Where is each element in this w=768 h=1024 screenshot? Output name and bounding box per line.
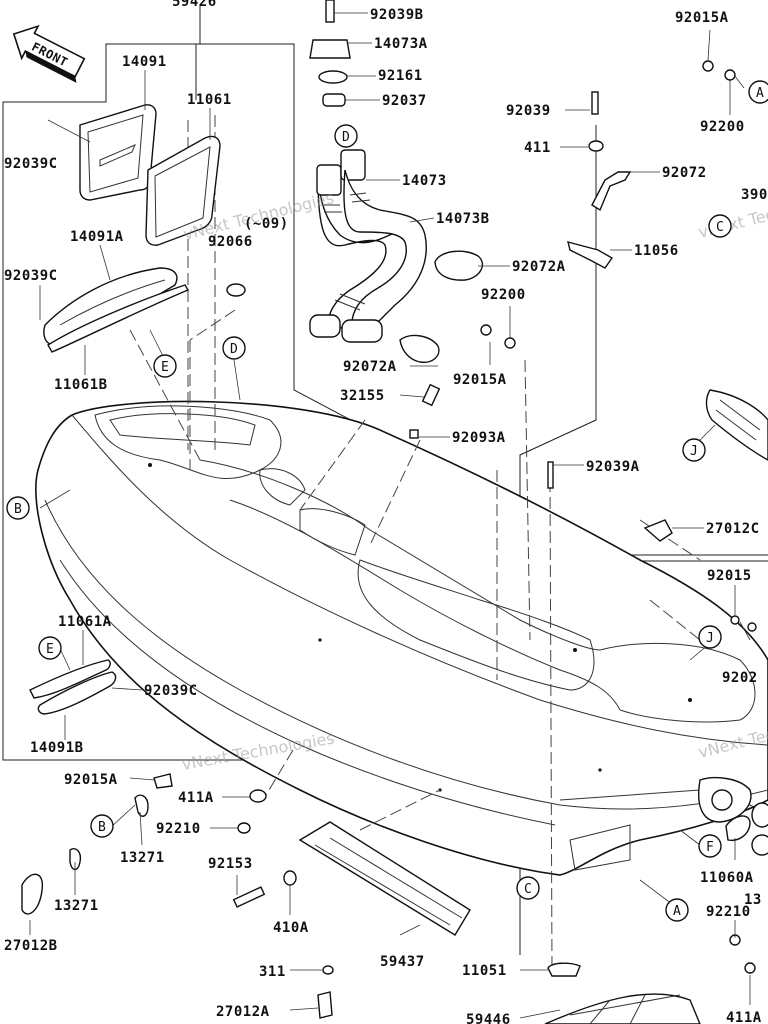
clamp-92072A-2 [399,334,440,363]
callout-c: C [516,876,540,900]
callout-b: B [90,814,114,838]
callout-a: A [748,80,768,104]
callout-c: C [708,214,732,238]
part-label: 92200 [481,287,526,303]
callout-d: D [334,124,358,148]
part-label: 14073B [436,211,490,227]
part-label: 92039C [4,268,58,284]
part-label: 92161 [378,68,423,84]
part-label: 92015A [675,10,729,26]
part-label: 11061A [58,614,112,630]
part-label: 14091 [122,54,167,70]
part-number-labels: 59426 14091 11061 92039C 14091A 92039C 1… [4,0,768,1024]
part-label: 11060A [700,870,754,886]
part-label: 92015A [453,372,507,388]
svg-text:E: E [46,642,54,657]
part-label: 59426 [172,0,217,10]
part-label: 27012B [4,938,58,954]
intake-grate-59446 [544,993,701,1024]
part-label: 27012C [706,521,760,537]
part-label: 92039B [370,7,424,23]
callout-j: J [682,438,706,462]
svg-text:A: A [756,86,764,101]
part-label: 9202 [722,670,758,686]
part-label: 311 [259,964,286,980]
part-label: 59437 [380,954,425,970]
part-label: 92066 [208,234,253,250]
svg-text:J: J [706,631,714,646]
callout-letters: A A B B C C D D E E F J J [6,80,768,922]
part-label: 14091A [70,229,124,245]
part-label: 27012A [216,1004,270,1020]
cover-14091A [43,267,178,346]
hull-body [35,400,768,876]
part-label: 92015A [64,772,118,788]
gasket-11061B [47,284,190,353]
callout-b: B [6,496,30,520]
part-label: 13271 [54,898,99,914]
small-hardware-right [409,60,757,632]
svg-text:D: D [342,130,350,145]
callout-e: E [153,354,177,378]
svg-text:C: C [716,220,724,235]
part-label: 92210 [706,904,751,920]
svg-text:C: C [524,882,532,897]
svg-text:B: B [98,820,106,835]
gasket-11061 [145,135,221,246]
callout-e: E [38,636,62,660]
svg-text:D: D [230,342,238,357]
svg-text:B: B [14,502,22,517]
callout-d: D [222,336,246,360]
part-label: 411A [726,1010,762,1024]
part-label: 14073A [374,36,428,52]
callout-a: A [665,898,689,922]
part-label: 92037 [382,93,427,109]
part-label: 92072A [343,359,397,375]
part-label: 390 [741,187,768,203]
part-label: 32155 [340,388,385,404]
part-label: 14073 [402,173,447,189]
part-label: 59446 [466,1012,511,1024]
part-label: 92039C [144,683,198,699]
part-label: 411 [524,140,551,156]
part-label: 11061B [54,377,108,393]
front-direction-arrow: FRONT [12,24,86,83]
svg-text:J: J [690,444,698,459]
callout-f: F [698,834,722,858]
intake-duct-assembly [309,149,427,343]
part-label: (~09) [244,216,289,232]
part-label: 92072 [662,165,707,181]
part-label: 92093A [452,430,506,446]
ride-plate-59437 [298,821,471,936]
part-label: 11056 [634,243,679,259]
part-label: 92153 [208,856,253,872]
part-label: 92039 [506,103,551,119]
right-rail-parts [698,389,768,974]
part-label: 92039C [4,156,58,172]
clamp-92072A-1 [434,250,483,281]
part-label: 410A [273,920,309,936]
plate-11061A-14091B [29,659,117,715]
part-label: 92200 [700,119,745,135]
part-label: 92210 [156,821,201,837]
part-label: 92015 [707,568,752,584]
svg-text:F: F [706,840,714,855]
part-label: 14091B [30,740,84,756]
part-label: 411A [178,790,214,806]
hatch-cover-14091 [79,104,157,201]
part-label: 13271 [120,850,165,866]
callout-j: J [698,625,722,649]
svg-text:E: E [161,360,169,375]
part-label: 11051 [462,963,507,979]
svg-text:A: A [673,904,681,919]
plug-92066 [226,283,246,297]
duct-top-parts [309,0,351,107]
part-label: 92039A [586,459,640,475]
part-label: 92072A [512,259,566,275]
part-label: 11061 [187,92,232,108]
part-label: 13 [744,892,762,908]
